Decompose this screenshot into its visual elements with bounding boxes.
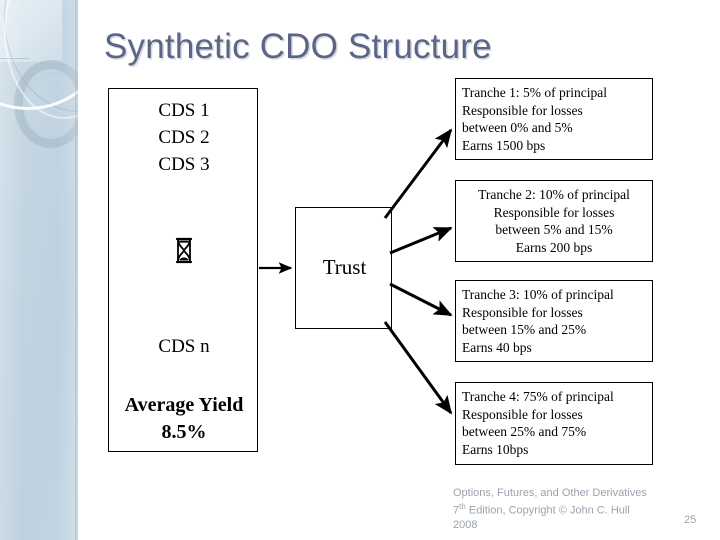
- tranche-line: Responsible for losses: [462, 304, 583, 320]
- tranche-line: Responsible for losses: [493, 204, 615, 220]
- footer-line-1: Options, Futures, and Other Derivatives: [453, 487, 647, 499]
- tranche-line: Earns 200 bps: [515, 239, 593, 255]
- list-item: CDS 1: [158, 100, 210, 121]
- arrow-trust-to-tranche-3: [389, 282, 453, 317]
- cds-pool-box: CDS 1 CDS 2 CDS 3 CDS n Average Yield 8.…: [108, 88, 258, 452]
- footer-line-2: 7th Edition, Copyright © John C. Hull: [453, 500, 647, 518]
- average-yield-label: Average Yield: [124, 394, 244, 416]
- cds-pool-list: CDS 1 CDS 2 CDS 3: [109, 97, 259, 178]
- tranche-line: between 15% and 25%: [462, 322, 587, 337]
- tranche-line: Earns 40 bps: [462, 339, 532, 355]
- footer-line-3: 2008: [453, 518, 478, 531]
- footer-attribution: Options, Futures, and Other Derivatives …: [453, 486, 647, 532]
- page-title: Synthetic CDO Structure: [104, 27, 492, 66]
- trust-label: Trust: [322, 255, 367, 279]
- tranche-3-box: Tranche 3: 10% of principal Responsible …: [455, 280, 653, 362]
- tranche-line: Earns 1500 bps: [462, 137, 546, 153]
- decorative-sidebar: [0, 0, 78, 540]
- average-yield-value: 8.5%: [161, 421, 207, 443]
- tranche-line: Responsible for losses: [462, 102, 583, 118]
- footer-copyright: Edition, Copyright © John C. Hull: [465, 504, 630, 517]
- trust-box: Trust: [295, 207, 392, 329]
- tranche-line: between 25% and 75%: [462, 424, 587, 439]
- arrow-trust-to-tranche-4: [383, 321, 453, 415]
- sidebar-edge: [75, 0, 78, 540]
- list-item: CDS 3: [158, 154, 210, 175]
- tranche-line: Tranche 2: 10% of principal: [478, 187, 630, 202]
- sidebar-sheen: [0, 0, 78, 540]
- sidebar-divider-line: [0, 58, 30, 59]
- tranche-line: between 5% and 15%: [495, 222, 613, 237]
- page-number: 25: [684, 514, 697, 526]
- list-item: CDS 2: [158, 127, 210, 148]
- hourglass-icon: [109, 237, 259, 269]
- tranche-line: Earns 10bps: [462, 441, 529, 457]
- tranche-1-box: Tranche 1: 5% of principal Responsible f…: [455, 78, 653, 160]
- tranche-2-box: Tranche 2: 10% of principal Responsible …: [455, 180, 653, 262]
- tranche-line: Responsible for losses: [462, 406, 583, 422]
- arrow-trust-to-tranche-2: [389, 226, 453, 255]
- footer-edition-number: 7: [453, 504, 460, 517]
- average-yield-block: Average Yield 8.5%: [109, 392, 259, 446]
- cds-pool-last-item: CDS n: [158, 336, 210, 357]
- footer-edition-suffix: th: [459, 502, 466, 511]
- tranche-4-box: Tranche 4: 75% of principal Responsible …: [455, 382, 653, 465]
- tranche-line: Tranche 1: 5% of principal: [462, 85, 607, 100]
- arrow-trust-to-tranche-1: [383, 128, 453, 219]
- tranche-line: between 0% and 5%: [462, 120, 573, 135]
- tranche-line: Tranche 4: 75% of principal: [462, 389, 614, 404]
- tranche-line: Tranche 3: 10% of principal: [462, 287, 614, 302]
